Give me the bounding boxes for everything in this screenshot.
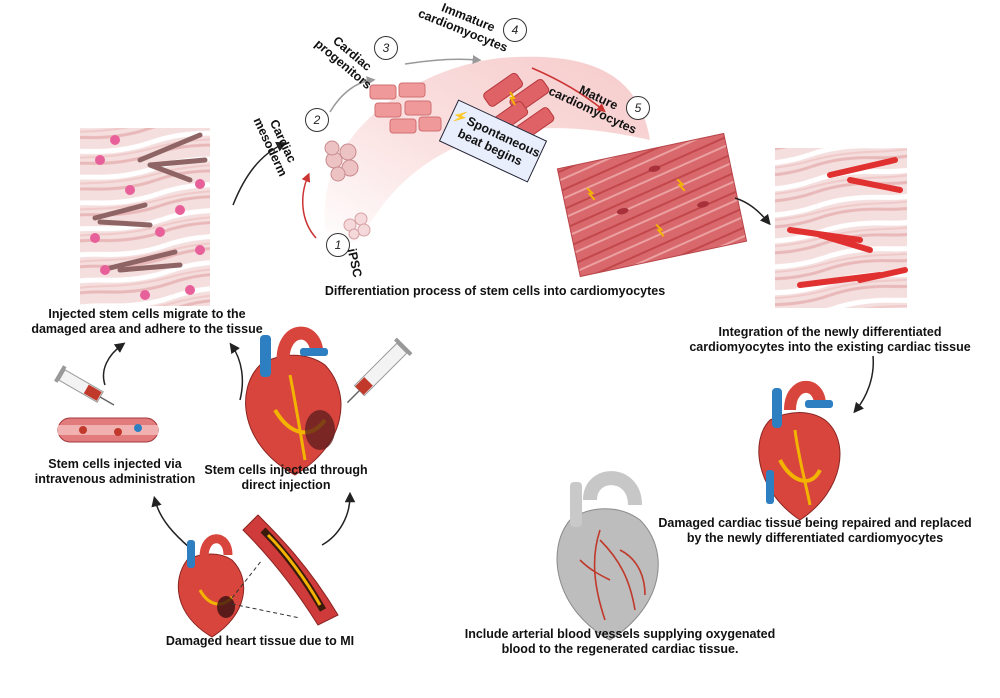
vessels-caption: Include arterial blood vessels supplying… bbox=[440, 627, 800, 657]
mi-caption: Damaged heart tissue due to MI bbox=[165, 634, 355, 648]
migrate-caption-line2: damaged area and adhere to the tissue bbox=[31, 322, 263, 336]
stage-1-number: 1 bbox=[326, 233, 350, 257]
vessels-caption-line2: blood to the regenerated cardiac tissue. bbox=[501, 642, 739, 656]
differentiation-caption: Differentiation process of stem cells in… bbox=[324, 284, 666, 298]
direct-caption-line2: direct injection bbox=[241, 478, 331, 492]
arrow-panel-to-heart bbox=[853, 355, 875, 414]
arrow-1-2 bbox=[301, 172, 317, 239]
mesoderm-cells bbox=[324, 140, 359, 182]
stage-4-number: 4 bbox=[503, 18, 527, 42]
gray-heart-with-arteries bbox=[556, 471, 659, 641]
arrow-panel-to-mesoderm bbox=[232, 141, 287, 206]
mature-cardiomyocytes bbox=[556, 132, 748, 278]
arrow-2-3 bbox=[329, 76, 376, 113]
integration-caption-line1: Integration of the newly differentiated bbox=[718, 325, 942, 339]
repaired-caption-line1: Damaged cardiac tissue being repaired an… bbox=[658, 516, 972, 530]
direct-caption-line1: Stem cells injected through bbox=[204, 463, 368, 477]
repaired-heart bbox=[758, 380, 841, 521]
injected-heart bbox=[245, 326, 342, 476]
stage-3-number: 3 bbox=[374, 36, 398, 60]
arrow-4-5 bbox=[531, 67, 606, 113]
arrow-mi-to-iv bbox=[151, 495, 191, 549]
mi-heart bbox=[177, 534, 245, 638]
direct-caption: Stem cells injected through direct injec… bbox=[196, 463, 376, 493]
repaired-caption-line2: by the newly differentiated cardiomyocyt… bbox=[686, 531, 944, 545]
arrow-mi-to-direct bbox=[321, 491, 356, 546]
integration-caption: Integration of the newly differentiated … bbox=[670, 325, 990, 355]
iv-caption-line2: intravenous administration bbox=[34, 472, 196, 486]
integrated-tissue-panel bbox=[775, 148, 908, 308]
arrow-direct-to-tissue bbox=[229, 342, 244, 401]
progenitor-cells bbox=[369, 82, 442, 134]
iv-caption: Stem cells injected via intravenous admi… bbox=[15, 457, 215, 487]
repaired-caption: Damaged cardiac tissue being repaired an… bbox=[640, 516, 990, 546]
arrow-iv-to-tissue bbox=[102, 342, 126, 386]
ipsc-cells bbox=[343, 212, 371, 240]
arrow-tissue-to-panel bbox=[734, 197, 771, 226]
blood-vessel bbox=[57, 417, 159, 443]
arrow-3-4 bbox=[404, 55, 482, 65]
vessels-caption-line1: Include arterial blood vessels supplying… bbox=[464, 627, 776, 641]
stem-cell-tissue-panel bbox=[80, 128, 210, 306]
iv-caption-line1: Stem cells injected via bbox=[48, 457, 182, 471]
stage-5-number: 5 bbox=[626, 96, 650, 120]
syringe-iv-icon bbox=[54, 365, 115, 406]
syringe-direct-icon bbox=[346, 337, 413, 404]
migrate-caption: Injected stem cells migrate to the damag… bbox=[22, 307, 272, 337]
migrate-caption-line1: Injected stem cells migrate to the bbox=[48, 307, 246, 321]
infarct-zoom bbox=[242, 514, 339, 626]
stage-2-number: 2 bbox=[305, 108, 329, 132]
integration-caption-line2: cardiomyocytes into the existing cardiac… bbox=[689, 340, 971, 354]
